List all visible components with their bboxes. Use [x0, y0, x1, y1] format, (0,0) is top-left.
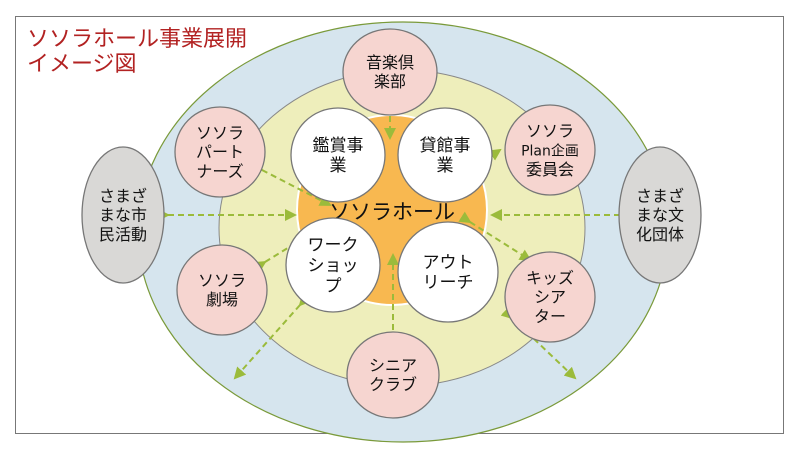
community-node-0-label: さまざ	[99, 186, 147, 205]
program-node-4-label: シア	[534, 288, 566, 307]
title-line-1: ソソラホール事業展開	[27, 27, 248, 52]
program-node-3-label: 劇場	[206, 290, 238, 309]
inner-node-3-label: リーチ	[423, 273, 474, 293]
program-node-4-label: ター	[534, 307, 566, 326]
inner-node-0-label: 業	[330, 156, 347, 176]
program-node-3-shape	[176, 244, 268, 336]
program-node-2-label: ソソラ	[526, 121, 574, 140]
inner-node-2-label: ショッ	[308, 256, 359, 276]
program-node-2-shape	[504, 104, 596, 196]
community-node-1-shape	[618, 146, 702, 284]
program-node-4-label: キッズ	[526, 268, 574, 287]
program-node-0-label: 楽部	[374, 72, 406, 91]
program-node-1-label: パート	[196, 143, 244, 162]
inner-node-2-shape	[285, 217, 381, 313]
inner-node-3-label: アウト	[423, 253, 474, 273]
inner-node-0-label: 鑑賞事	[313, 136, 364, 156]
inner-node-1-label: 業	[437, 156, 454, 176]
community-node-0-shape	[81, 146, 165, 284]
program-node-2-label: 委員会	[526, 160, 574, 179]
program-node-5-shape	[346, 331, 440, 419]
community-node-1-label: まな文	[636, 206, 684, 225]
program-node-0-shape	[342, 28, 438, 116]
inner-node-1-label: 貸館事	[420, 136, 471, 156]
inner-node-1-shape	[397, 107, 493, 203]
community-node-0-label: まな市	[99, 206, 147, 225]
community-node-1-label: さまざ	[636, 186, 684, 205]
program-node-5-label: シニア	[369, 356, 417, 375]
program-node-5-label: クラブ	[369, 375, 417, 394]
inner-node-0-shape	[290, 107, 386, 203]
program-node-3-label: ソソラ	[198, 271, 246, 290]
program-node-1-shape	[174, 106, 266, 198]
center-label: ソソラホール	[329, 200, 455, 224]
inner-node-2-label: ワーク	[308, 236, 359, 256]
community-node-1-label: 化団体	[636, 225, 684, 244]
inner-node-2-label: プ	[325, 276, 342, 296]
program-node-1-label: ナーズ	[196, 162, 243, 181]
title-line-2: イメージ図	[27, 52, 137, 77]
community-node-0-label: 民活動	[99, 225, 147, 244]
program-node-4-shape	[504, 251, 596, 343]
diagram-title: ソソラホール事業展開 イメージ図	[27, 27, 247, 77]
program-node-0-label: 音楽倶	[366, 53, 414, 72]
inner-node-3-shape	[397, 221, 499, 323]
program-node-1-label: ソソラ	[196, 123, 244, 142]
program-node-2-label: Plan企画	[521, 143, 579, 160]
